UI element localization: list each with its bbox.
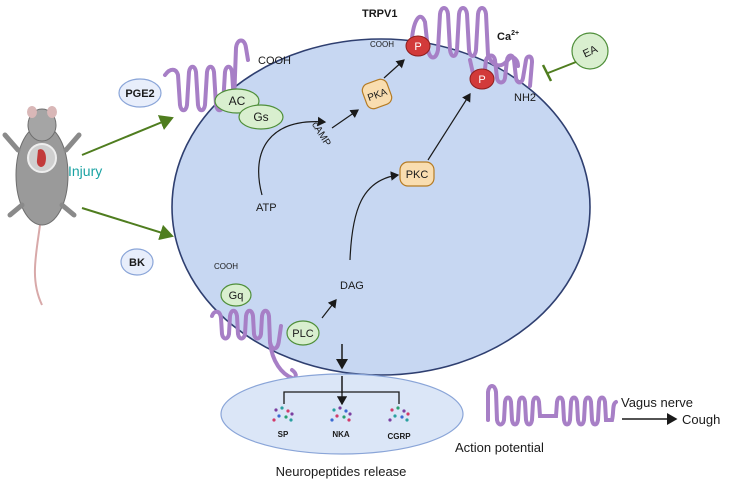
ca-label: Ca2+ [497, 30, 519, 43]
cgrp-label: CGRP [387, 432, 411, 441]
cgrp-dots-icon [388, 406, 410, 422]
nka-label: NKA [332, 430, 350, 439]
sp-label: SP [278, 430, 289, 439]
pkc-node: PKC [399, 161, 435, 187]
atp-label: ATP [256, 202, 277, 214]
cooh-bk-label: COOH [214, 262, 238, 271]
gs-node: Gs [238, 104, 284, 130]
dag-label: DAG [340, 280, 364, 292]
cough-label: Cough [682, 412, 720, 427]
bk-ligand: BK [120, 248, 154, 276]
plc-to-dag-arrow [321, 299, 337, 319]
ea-inhibition-bar [541, 64, 553, 82]
ea-label: EA [581, 43, 600, 60]
phosphate-node-1: P [405, 35, 431, 57]
injury-label: Injury [68, 163, 102, 179]
gq-node: Gq [220, 283, 252, 307]
action-potential-trace [486, 384, 618, 427]
injury-to-bk-arrow [81, 207, 174, 241]
pka-node: PKA [361, 78, 393, 110]
pka-to-p-arrow [383, 59, 405, 79]
p2-label: P [478, 74, 485, 86]
plc-label: PLC [292, 328, 313, 340]
sp-dots-icon [272, 406, 294, 422]
action-potential-label: Action potential [455, 440, 544, 455]
neuropeptides-release-label: Neuropeptides release [276, 464, 407, 479]
mouse-icon [2, 106, 82, 306]
pge2-label: PGE2 [125, 88, 154, 100]
injury-to-pge2-arrow [81, 115, 174, 156]
ea-inhibition-line [547, 61, 577, 74]
atp-to-camp-arrow [258, 116, 327, 196]
ea-node: EA [571, 32, 609, 70]
trpv1-title: TRPV1 [362, 8, 397, 20]
gq-label: Gq [229, 290, 244, 302]
plc-node: PLC [286, 320, 320, 346]
camp-to-pka-arrow [331, 109, 359, 129]
neuropeptide-vesicle [220, 373, 464, 455]
dag-to-pkc-arrow [349, 171, 400, 261]
pkc-to-p-arrow [427, 92, 471, 161]
cooh-receptor-label: COOH [258, 55, 291, 67]
vagus-nerve-label: Vagus nerve [621, 395, 693, 410]
pkc-label: PKC [406, 169, 429, 181]
phosphate-node-2: P [469, 68, 495, 90]
p1-label: P [414, 41, 421, 53]
ac-label: AC [229, 94, 246, 108]
bk-label: BK [129, 257, 145, 269]
nka-dots-icon [330, 406, 352, 422]
cooh-trpv1-label: COOH [370, 40, 394, 49]
pge2-ligand: PGE2 [118, 78, 162, 108]
gs-label: Gs [253, 110, 268, 124]
nh2-label: NH2 [514, 92, 536, 104]
bk-receptor [210, 308, 283, 351]
pge2-receptor [163, 38, 250, 113]
